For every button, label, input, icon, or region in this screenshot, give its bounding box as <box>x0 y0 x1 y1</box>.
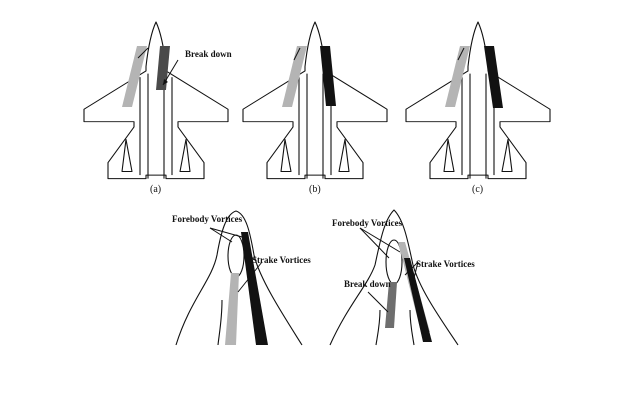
arrow-break-down-right <box>367 291 389 313</box>
forebody-right <box>329 209 459 346</box>
arrowhead-break-down-top <box>163 79 168 85</box>
label-strake-left: Strake Vortices <box>252 255 311 265</box>
vortex-a-right <box>156 46 170 90</box>
arrow-right-forebody-2 <box>359 227 401 253</box>
vortex-right-forebody <box>385 282 397 328</box>
planform-a <box>83 21 229 180</box>
label-break-down-right: Break down <box>344 279 391 289</box>
arrow-a-left <box>137 47 149 59</box>
label-forebody-left: Forebody Vortices <box>172 214 243 224</box>
caption-c: (c) <box>472 184 483 195</box>
vortex-b-right <box>320 46 336 106</box>
arrow-right-strake-2 <box>411 261 419 287</box>
vortex-right-strake-dark <box>404 258 432 342</box>
planform-c <box>405 21 551 180</box>
arrow-b-left <box>293 47 301 61</box>
label-strake-right: Strake Vortices <box>416 259 475 269</box>
label-forebody-right: Forebody Vortices <box>332 218 403 228</box>
planform-b <box>242 21 388 180</box>
arrow-left-forebody-1 <box>209 227 233 243</box>
vortex-c-left <box>445 46 470 107</box>
vortex-a-left <box>122 46 147 107</box>
arrow-left-strake <box>237 261 263 293</box>
arrow-c-left <box>457 47 465 61</box>
caption-b: (b) <box>309 184 321 195</box>
label-break-down-top: Break down <box>185 49 232 59</box>
vortex-b-left <box>282 46 307 107</box>
vortex-c-right <box>484 46 503 108</box>
arrow-right-forebody-1 <box>359 227 390 259</box>
vortex-left-strake <box>241 232 268 345</box>
arrow-right-strake-1 <box>404 261 419 276</box>
caption-a: (a) <box>150 184 161 195</box>
forebody-left <box>175 210 303 346</box>
vortex-left-forebody <box>225 273 239 345</box>
arrow-left-forebody-2 <box>209 227 243 238</box>
